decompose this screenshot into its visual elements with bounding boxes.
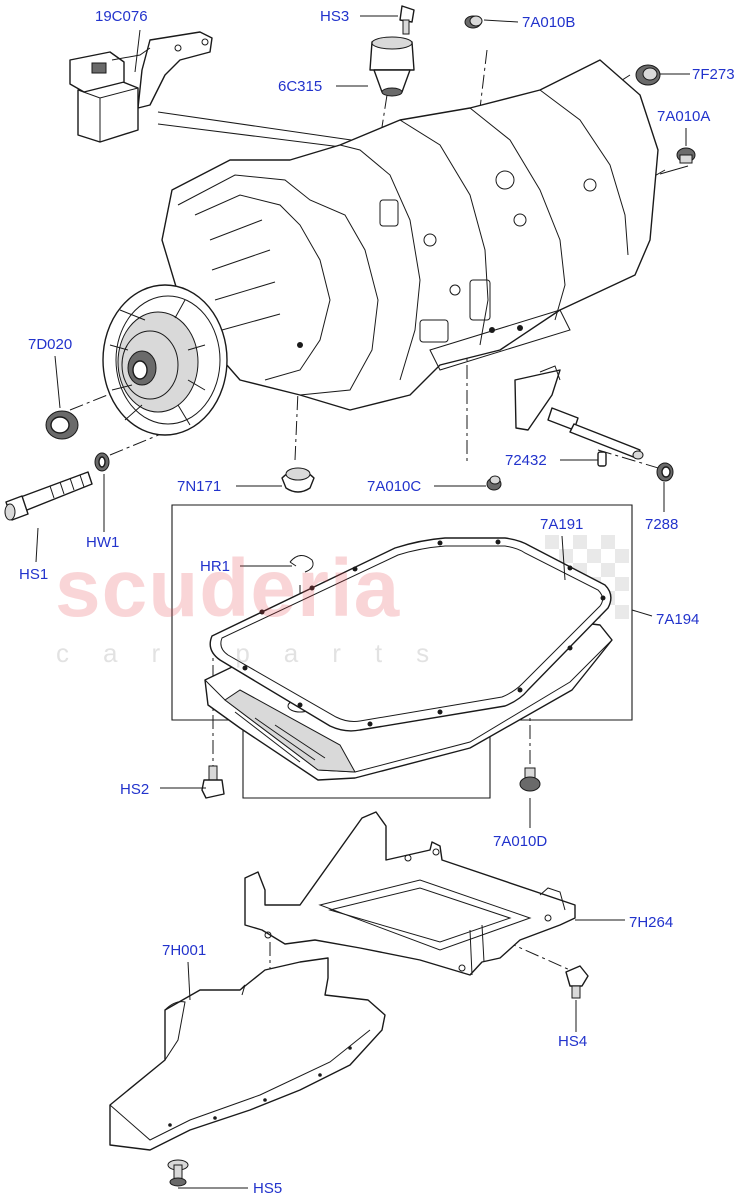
bolt-hs5 [167,1159,189,1187]
watermark-tagline: car parts [56,638,464,668]
callout-7a191[interactable]: 7A191 [540,516,584,533]
callout-hs3[interactable]: HS3 [320,8,350,25]
callout-7a010d[interactable]: 7A010D [493,833,548,850]
callout-7f273[interactable]: 7F273 [692,66,735,83]
seal-7f273 [635,64,661,86]
watermark-brand: scuderia [55,543,401,634]
callout-hs5[interactable]: HS5 [253,1180,283,1197]
callout-6c315[interactable]: 6C315 [278,78,323,95]
callout-7a010b[interactable]: 7A010B [522,14,576,31]
sensor-bolt-hs3 [399,5,415,35]
bolt-hs1 [4,471,93,521]
callout-7d020[interactable]: 7D020 [28,336,73,353]
callout-hw1[interactable]: HW1 [86,534,120,551]
callout-19c076[interactable]: 19C076 [95,8,148,25]
bolt-hs2 [201,765,225,799]
callout-hs1[interactable]: HS1 [19,566,49,583]
plug-7a010c [486,475,502,491]
crossmember [244,811,576,976]
plug-7a010b [464,15,483,29]
callout-7h264[interactable]: 7H264 [629,914,674,931]
callout-7h001[interactable]: 7H001 [162,942,207,959]
pan-gasket [209,537,612,732]
wiring-harness-bracket [69,31,213,143]
pin-72432 [597,451,607,467]
pan-group-bracket [171,504,633,799]
heat-shield [109,957,386,1151]
speed-sensor [369,36,415,97]
harness-leader-line [157,111,366,151]
callout-hs2[interactable]: HS2 [120,781,150,798]
callout-hr1[interactable]: HR1 [200,558,231,575]
callout-7288[interactable]: 7288 [645,516,679,533]
plug-7a010d [519,767,541,792]
bolt-hs4 [565,965,589,999]
callout-hs4[interactable]: HS4 [558,1033,588,1050]
transmission-case [161,59,659,411]
callout-72432[interactable]: 72432 [505,452,547,469]
seal-7d020 [45,410,79,440]
callout-7a010a[interactable]: 7A010A [657,108,711,125]
plug-7a010a [676,147,696,164]
callout-7n171[interactable]: 7N171 [177,478,222,495]
washer-hw1 [94,452,110,472]
plug-7n171 [281,467,315,493]
clip-hr1 [289,555,314,573]
callout-7a194[interactable]: 7A194 [656,611,700,628]
callout-7a010c[interactable]: 7A010C [367,478,422,495]
selector-shaft [514,365,644,460]
seal-7288 [656,462,674,482]
torque-converter [102,284,228,436]
callout-leader-lines [35,15,690,1189]
